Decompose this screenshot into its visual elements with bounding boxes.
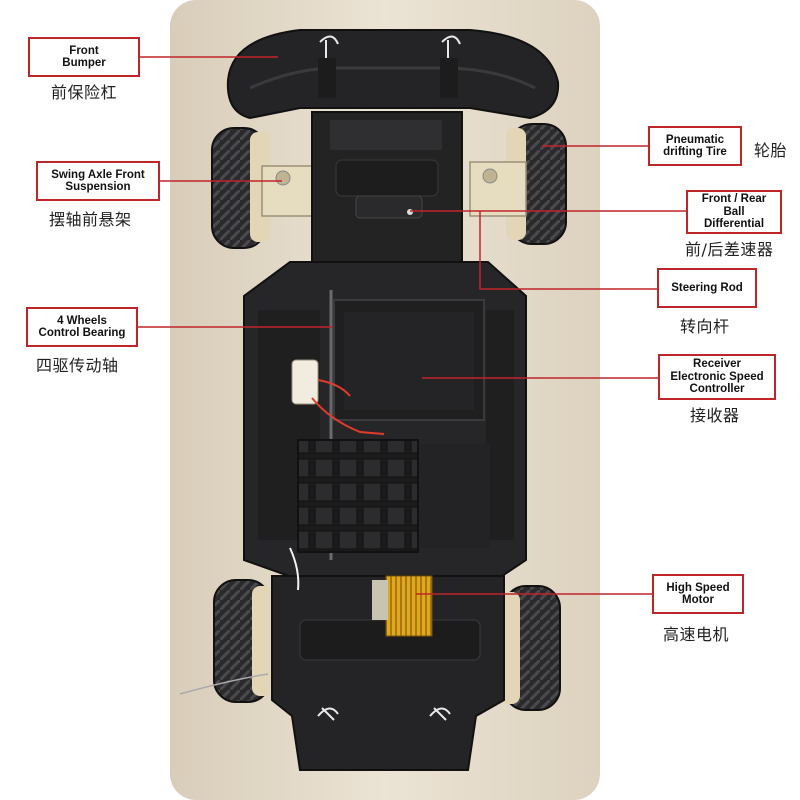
callout-text-line: Electronic Speed [670,370,764,383]
callout-text-line: Front [69,44,99,57]
front-bumper-shape [226,29,560,120]
body-clip-icon [319,35,461,60]
callout-steering-rod: Steering Rod [657,268,757,308]
battery-bay [297,439,419,553]
motor-gear [385,575,433,637]
callout-text-line: Receiver [693,358,741,371]
callout-text-line: Ball [723,205,745,218]
callout-pneumatic-tire: Pneumatic drifting Tire [648,126,742,166]
rear-right-tire [500,585,561,711]
callout-text-line: Bumper [62,57,106,69]
label-cn-motor: 高速电机 [663,625,730,644]
callout-text-line: Front / Rear [701,193,767,206]
callout-text-line: Swing Axle Front [51,168,145,181]
callout-receiver: Receiver Electronic Speed Controller [658,354,776,400]
callout-text-line: Differential [703,218,765,231]
callout-text-line: Motor [682,594,714,606]
callout-text-line: Steering Rod [671,281,743,294]
callout-motor: High Speed Motor [652,574,744,614]
label-cn-front-bumper: 前保险杠 [51,83,118,102]
rear-left-tire [213,579,272,703]
callout-differential: Front / Rear Ball Differential [686,190,782,234]
label-cn-receiver: 接收器 [690,406,740,425]
label-cn-steering-rod: 转向杆 [680,317,730,336]
callout-four-wheels: 4 Wheels Control Bearing [26,307,138,347]
label-cn-swing-axle: 摆轴前悬架 [49,210,132,229]
label-cn-differential: 前/后差速器 [685,240,774,259]
callout-text-line: Controller [689,383,745,396]
callout-text-line: Control Bearing [38,327,126,339]
callout-front-bumper: Front Bumper [28,37,140,77]
callout-text-line: 4 Wheels [57,314,107,327]
callout-text-line: Suspension [65,181,131,193]
callout-text-line: drifting Tire [663,146,727,158]
label-cn-four-wheels: 四驱传动轴 [36,356,119,375]
callout-text-line: High Speed [666,581,730,594]
callout-swing-axle: Swing Axle Front Suspension [36,161,160,201]
label-cn-pneumatic-tire: 轮胎 [754,141,788,160]
callout-text-line: Pneumatic [665,133,725,146]
